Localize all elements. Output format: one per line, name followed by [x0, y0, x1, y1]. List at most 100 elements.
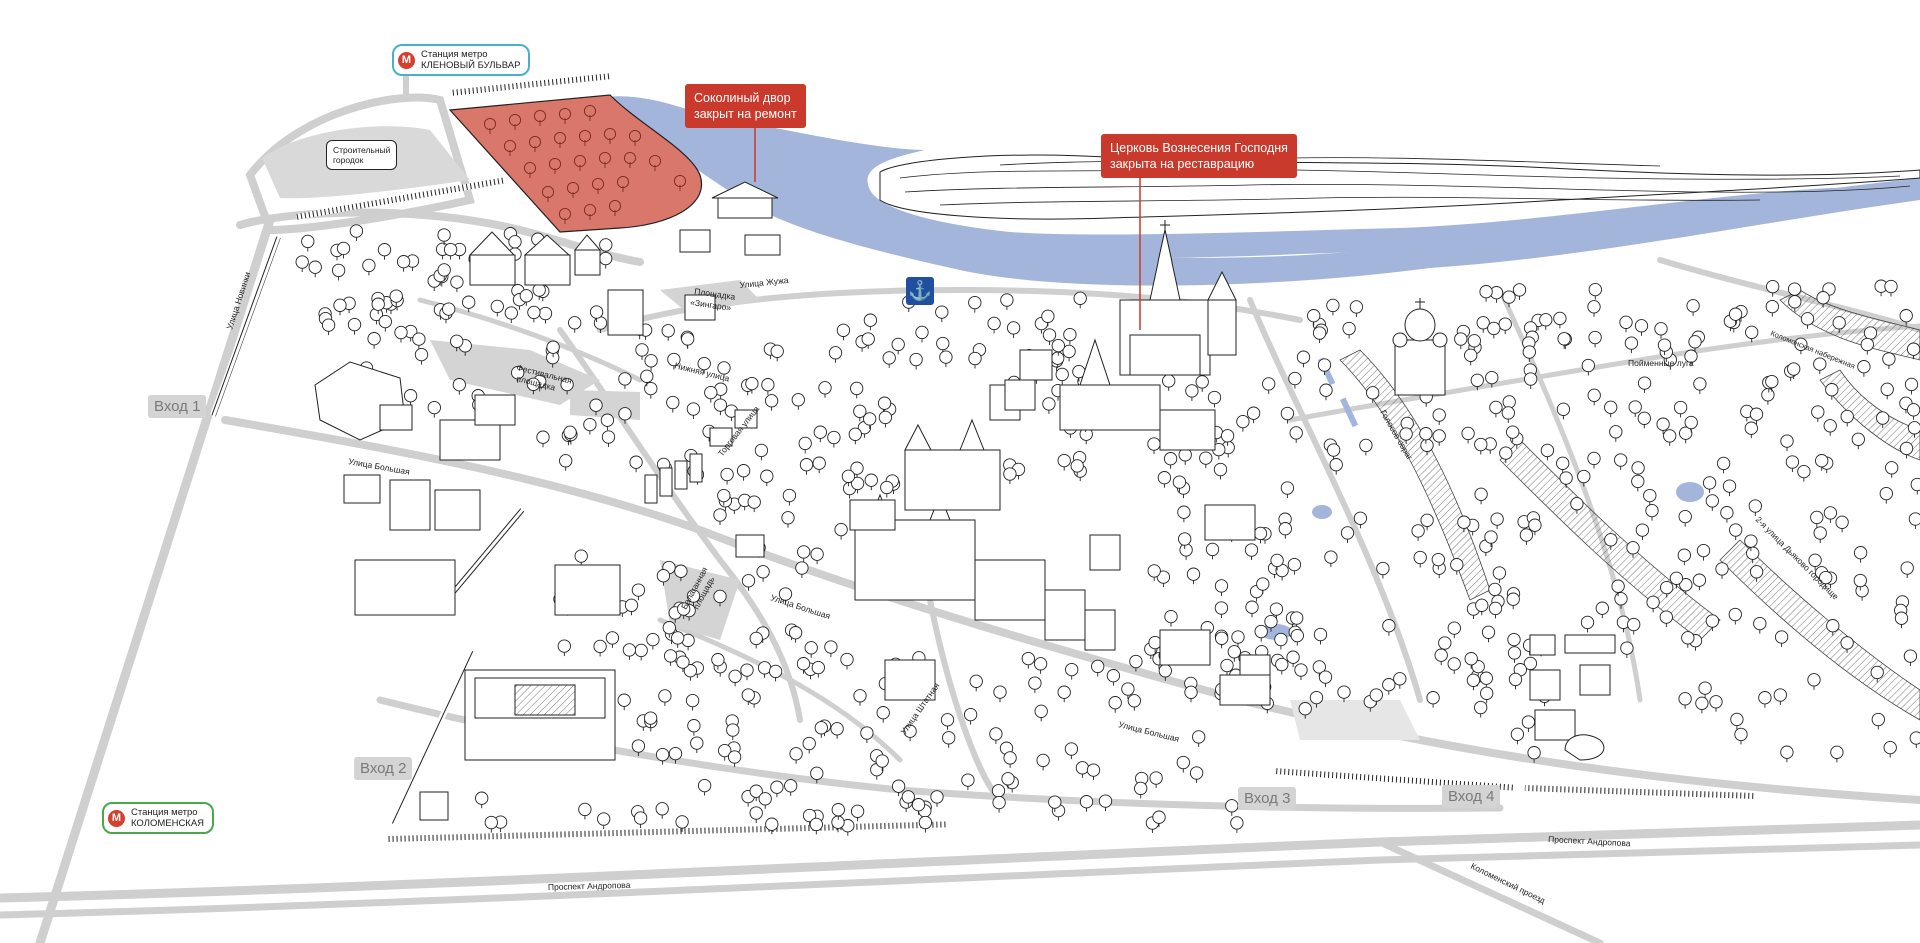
label-zhuzha: Улица Жужа: [739, 275, 789, 290]
ascension-church-callout[interactable]: Церковь Вознесения Господня закрыта на р…: [1101, 134, 1297, 178]
tree: [1062, 344, 1076, 362]
wooden-church: [468, 231, 602, 286]
tree: [687, 719, 701, 737]
tree: [1722, 479, 1737, 497]
tree: [791, 393, 805, 411]
tree: [812, 456, 826, 474]
tree: [1557, 332, 1571, 350]
anchor-icon[interactable]: ⚓: [906, 277, 934, 305]
tree: [968, 295, 982, 314]
tree: [599, 251, 613, 269]
tree: [1780, 745, 1794, 763]
tree: [412, 332, 426, 350]
tree: [1213, 462, 1228, 480]
tree: [1835, 515, 1849, 533]
entrance-3[interactable]: Вход 3: [1238, 787, 1297, 810]
tree: [1091, 659, 1105, 677]
tree: [1643, 488, 1657, 507]
tree: [1432, 408, 1446, 426]
tree: [1748, 499, 1762, 517]
shed-row: [679, 229, 781, 321]
tree: [1604, 400, 1618, 418]
tree: [1885, 461, 1899, 479]
tree: [795, 561, 809, 579]
tree: [1337, 685, 1351, 703]
tree: [1287, 557, 1302, 576]
tree: [1063, 327, 1077, 346]
tree: [1479, 671, 1493, 689]
tree: [987, 316, 1001, 334]
entrance-4[interactable]: Вход 4: [1442, 785, 1501, 808]
tree: [527, 305, 541, 323]
tree: [992, 795, 1006, 814]
tree: [1290, 628, 1304, 647]
tree: [574, 549, 588, 567]
tree: [1179, 543, 1193, 561]
tree: [1318, 670, 1333, 688]
callout-line-1: Церковь Вознесения Господня: [1110, 141, 1288, 155]
tree: [1765, 299, 1779, 318]
tree: [1702, 476, 1717, 494]
tree: [1686, 299, 1700, 317]
tree: [685, 693, 700, 712]
tree: [1474, 487, 1488, 505]
tree: [1501, 406, 1515, 424]
tree: [484, 815, 498, 833]
tree: [788, 626, 803, 644]
tree: [1028, 676, 1042, 694]
tree: [1883, 740, 1897, 759]
callout-line-2: закрыт на ремонт: [694, 107, 797, 121]
entrance-1[interactable]: Вход 1: [148, 395, 207, 418]
tree: [490, 299, 504, 317]
tree: [834, 522, 848, 541]
tree: [1413, 550, 1427, 568]
tree: [726, 723, 740, 741]
tree: [770, 344, 784, 362]
tree: [1274, 632, 1288, 650]
tree: [1524, 372, 1538, 390]
tree: [802, 736, 816, 754]
tree: [578, 802, 592, 820]
tree: [1205, 542, 1220, 560]
tree: [1521, 715, 1536, 733]
tree: [403, 389, 418, 407]
tree: [993, 685, 1007, 703]
tree: [1851, 432, 1865, 450]
tree: [1705, 494, 1719, 512]
tree: [770, 780, 784, 798]
falcon-yard-callout[interactable]: Соколиный двор закрыт на ремонт: [685, 84, 806, 128]
tree: [713, 508, 727, 526]
tree: [764, 394, 779, 412]
construction-loop: [245, 93, 476, 235]
tree: [961, 773, 975, 791]
tree: [1645, 503, 1659, 522]
label-bolshaya-1: Улица Большая: [348, 456, 411, 477]
tree: [1079, 795, 1094, 813]
tree: [768, 664, 783, 682]
tree: [757, 661, 772, 679]
tree: [1774, 630, 1789, 648]
falcon-yard-area[interactable]: [448, 94, 703, 233]
tree: [782, 488, 797, 506]
tree: [1693, 377, 1707, 395]
tree: [1464, 348, 1478, 366]
tree: [1192, 730, 1206, 748]
metro-icon: М: [398, 51, 415, 69]
tree: [1556, 456, 1570, 474]
tree: [1635, 523, 1650, 541]
tree: [1178, 448, 1192, 466]
tree: [1000, 293, 1014, 311]
tree: [1003, 467, 1017, 485]
entrance-2[interactable]: Вход 2: [354, 757, 413, 780]
tree: [655, 802, 669, 820]
tree: [1033, 657, 1048, 675]
tree: [1393, 672, 1407, 690]
tree: [605, 631, 620, 649]
tree: [799, 458, 814, 476]
tree: [1176, 755, 1190, 773]
estate-cluster: [389, 479, 481, 531]
